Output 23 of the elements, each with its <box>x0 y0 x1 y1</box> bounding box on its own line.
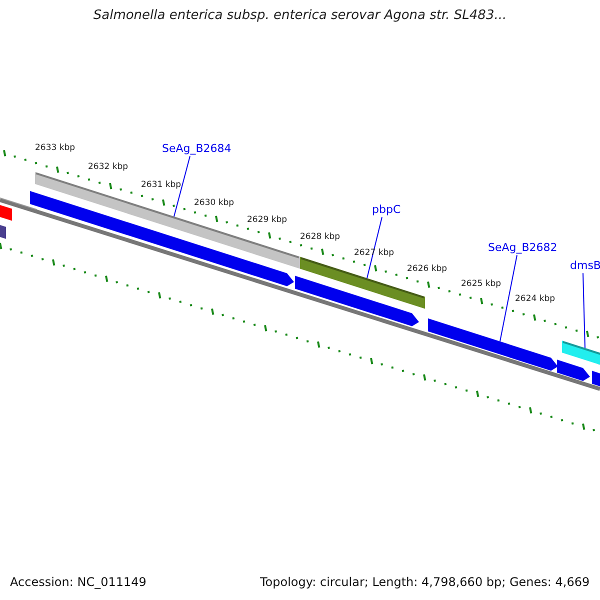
scale-label: 2630 kbp <box>194 199 234 208</box>
gene-label: dmsB <box>570 260 600 272</box>
scale-label: 2628 kbp <box>300 233 340 242</box>
leader-line <box>174 156 190 217</box>
title: Salmonella enterica subsp. enterica serovar Agona str. SL483... <box>92 9 508 24</box>
leader-line <box>500 254 518 342</box>
gene-feature <box>35 172 300 269</box>
footer-text: Topology: circular; Length: 4,798,660 bp; Genes: 4,669 <box>260 576 590 590</box>
gene-label: SeAg_B2682 <box>488 242 558 254</box>
scale-label: 2632 kbp <box>88 163 128 172</box>
scale-label: 2631 kbp <box>141 181 182 190</box>
scale-label: 2629 kbp <box>247 216 288 226</box>
scale-label: 2625 kbp <box>461 280 502 290</box>
gene-feature <box>428 318 558 371</box>
leader-line <box>582 272 586 348</box>
footer-text: Accession: NC_011149 <box>10 576 146 590</box>
gene-label: SeAg_B2684 <box>162 143 232 156</box>
scale-label: 2633 kbp <box>35 144 76 154</box>
scale-label: 2626 kbp <box>407 265 448 274</box>
leader-line <box>366 216 382 279</box>
gene-feature <box>562 340 600 366</box>
gene-label: pbpC <box>372 204 401 216</box>
scale-label: 2624 kbp <box>515 295 556 304</box>
